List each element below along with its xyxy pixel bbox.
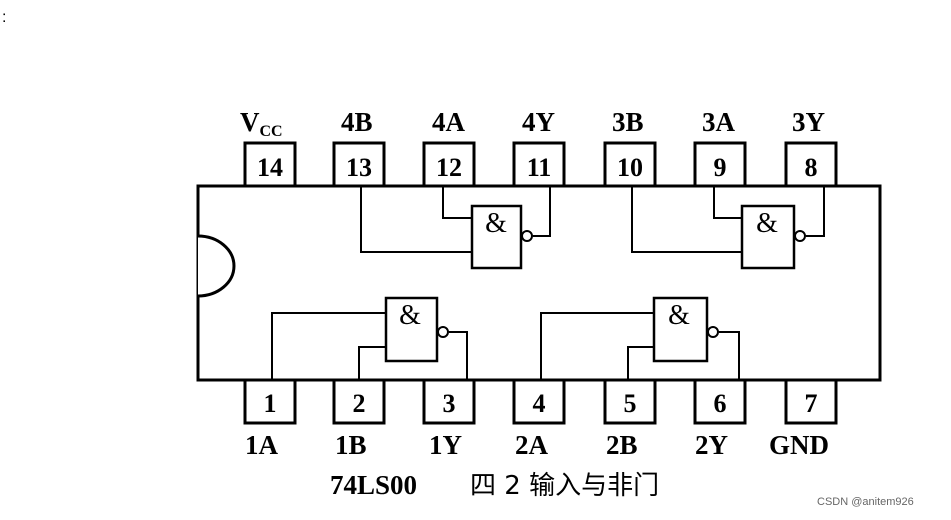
top-pin-row: 14 13 12 11 10 9 8 xyxy=(243,141,838,188)
pin-box-1 xyxy=(243,378,297,425)
pin-box-4 xyxy=(512,378,566,425)
pin-number-1: 1 xyxy=(264,389,277,418)
wire-pin9-gate3 xyxy=(713,186,742,219)
gate2-inversion-bubble xyxy=(707,326,719,338)
gate2-body xyxy=(652,296,709,363)
wire-pin2-gate1 xyxy=(358,346,386,380)
wire-gate3-pin8 xyxy=(806,186,825,237)
pin-number-13: 13 xyxy=(346,153,372,182)
pin-label-1a: 1A xyxy=(245,430,279,460)
gate4-body xyxy=(470,204,523,270)
gate3-inversion-bubble xyxy=(794,230,806,242)
pin-label-3a: 3A xyxy=(702,107,736,137)
pin-box-12 xyxy=(422,141,476,188)
pin-number-10: 10 xyxy=(617,153,643,182)
pin-label-gnd: GND xyxy=(769,430,829,460)
pin-label-3b: 3B xyxy=(612,107,644,137)
pin-box-10 xyxy=(603,141,657,188)
pin-label-1y: 1Y xyxy=(429,430,462,460)
pin-number-2: 2 xyxy=(353,389,366,418)
nand-gate-3: & xyxy=(631,186,825,270)
gate3-body xyxy=(740,204,796,270)
pin-label-vcc: VCC xyxy=(240,107,283,140)
pin-label-1b: 1B xyxy=(335,430,367,460)
pin-number-9: 9 xyxy=(714,153,727,182)
gate1-body xyxy=(384,296,439,363)
pin-box-9 xyxy=(693,141,747,188)
pin-box-14 xyxy=(243,141,297,188)
pin-label-2y: 2Y xyxy=(695,430,728,460)
pin-number-5: 5 xyxy=(624,389,637,418)
pin-number-4: 4 xyxy=(533,389,546,418)
pin-number-12: 12 xyxy=(436,153,462,182)
pin-label-4a: 4A xyxy=(432,107,466,137)
nand-gate-2: & xyxy=(540,296,740,380)
pin-box-2 xyxy=(332,378,386,425)
bottom-pin-row: 1 2 3 4 5 6 7 xyxy=(243,378,838,425)
pin-label-2b: 2B xyxy=(606,430,638,460)
wire-gate1-pin3 xyxy=(449,331,468,380)
pin-number-7: 7 xyxy=(805,389,818,418)
watermark: CSDN @anitem926 xyxy=(817,496,914,508)
pin-box-5 xyxy=(603,378,657,425)
pin-box-6 xyxy=(693,378,747,425)
gate1-inversion-bubble xyxy=(437,326,449,338)
wire-pin10-gate3 xyxy=(631,186,742,253)
nand-gate-1: & xyxy=(271,296,468,380)
wire-gate4-pin11 xyxy=(533,186,551,237)
pin-box-8 xyxy=(784,141,838,188)
pin-label-4y: 4Y xyxy=(522,107,555,137)
wire-pin4-gate2 xyxy=(540,312,654,380)
pin-box-11 xyxy=(512,141,566,188)
pin-number-14: 14 xyxy=(257,153,283,182)
nand-gate-4: & xyxy=(360,186,551,270)
gate2-and-symbol: & xyxy=(668,300,690,331)
leading-colon: : xyxy=(2,9,6,26)
wire-pin1-gate1 xyxy=(271,312,386,380)
pin-box-13 xyxy=(332,141,386,188)
chip-notch xyxy=(197,234,236,298)
wire-pin5-gate2 xyxy=(627,346,654,380)
pin-label-3y: 3Y xyxy=(792,107,825,137)
wire-pin12-gate4 xyxy=(442,186,472,219)
gate1-and-symbol: & xyxy=(399,300,421,331)
wire-pin13-gate4 xyxy=(360,186,472,253)
gate4-and-symbol: & xyxy=(485,208,507,239)
pin-box-3 xyxy=(422,378,476,425)
pin-number-6: 6 xyxy=(714,389,727,418)
pin-label-2a: 2A xyxy=(515,430,549,460)
caption-part-number: 74LS00 xyxy=(330,470,417,500)
pin-label-4b: 4B xyxy=(341,107,373,137)
pin-box-7 xyxy=(784,378,838,425)
caption-description: 四 2 输入与非门 xyxy=(470,471,659,501)
pin-number-11: 11 xyxy=(527,153,552,182)
pin-number-8: 8 xyxy=(805,153,818,182)
pin-number-3: 3 xyxy=(443,389,456,418)
wire-gate2-pin6 xyxy=(719,331,740,380)
gate4-inversion-bubble xyxy=(521,230,533,242)
gate3-and-symbol: & xyxy=(756,208,778,239)
